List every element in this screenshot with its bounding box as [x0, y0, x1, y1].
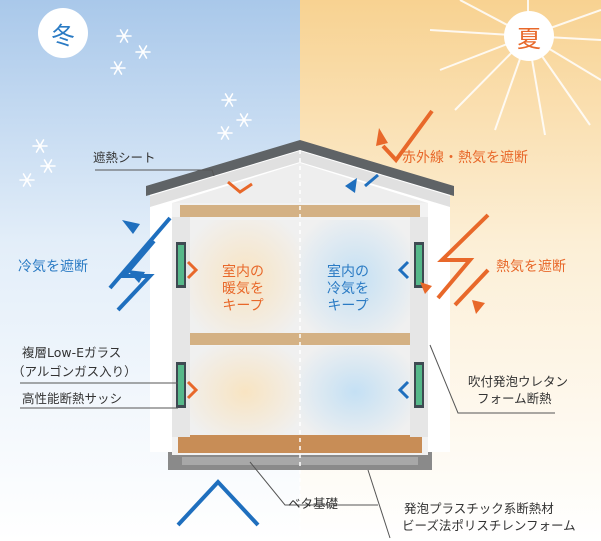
roof-blue-arrow	[364, 173, 379, 188]
leader-lines	[20, 169, 555, 539]
snowflake-icons	[19, 29, 252, 187]
warm-room-line1: 室内の	[222, 264, 264, 280]
warm-room-upper	[190, 220, 300, 338]
window-icons	[176, 242, 424, 408]
cool-room-text: 室内の 冷気を キープ	[327, 264, 369, 315]
winter-arrowheads	[122, 178, 357, 283]
sash-label: 高性能断熱サッシ	[22, 391, 123, 406]
warm-room-lower	[190, 346, 300, 438]
foundation-insulation	[182, 457, 418, 465]
foam-label-line1: 吹付発泡ウレタン	[468, 374, 569, 389]
foam-label-line2: フォーム断熱	[477, 391, 552, 406]
roof-sheet	[146, 140, 454, 196]
attic-floor	[180, 205, 420, 217]
eps-label-line1: 発泡プラスチック系断熱材	[404, 501, 554, 516]
cool-room-lower	[300, 346, 410, 438]
warm-room-line3: キープ	[222, 298, 264, 315]
infrared-label: 赤外線・熱気を遮断	[402, 150, 528, 166]
summer-arrowheads	[376, 128, 485, 314]
cool-room-line1: 室内の	[327, 264, 369, 280]
roof-sheet-label: 遮熱シート	[93, 150, 156, 165]
second-floor	[180, 333, 420, 345]
glass-label-line2: （アルゴンガス入り）	[12, 364, 137, 379]
warm-room-text: 室内の 暖気を キープ	[222, 264, 264, 315]
foundation-label: ベタ基礎	[288, 496, 339, 511]
eps-label-line2: ビーズ法ポリスチレンフォーム	[402, 518, 576, 533]
summer-badge: 夏	[504, 11, 554, 61]
cool-room-line3: キープ	[327, 298, 369, 315]
ground-floor	[178, 435, 422, 453]
summer-arrows	[381, 109, 490, 307]
heat-block-label: 熱気を遮断	[496, 259, 566, 275]
cold-block-label: 冷気を遮断	[18, 259, 88, 275]
winter-badge: 冬	[38, 8, 88, 58]
cool-room-upper	[300, 220, 410, 338]
roof-panel	[150, 151, 450, 207]
glass-label-line1: 複層Low-Eガラス	[22, 345, 122, 360]
cool-room-line2: 冷気を	[327, 281, 369, 298]
warm-room-line2: 暖気を	[222, 281, 264, 298]
winter-label: 冬	[51, 21, 75, 50]
cool-room-arrows	[397, 260, 410, 400]
warm-room-arrows	[186, 180, 253, 400]
summer-label: 夏	[517, 24, 541, 53]
